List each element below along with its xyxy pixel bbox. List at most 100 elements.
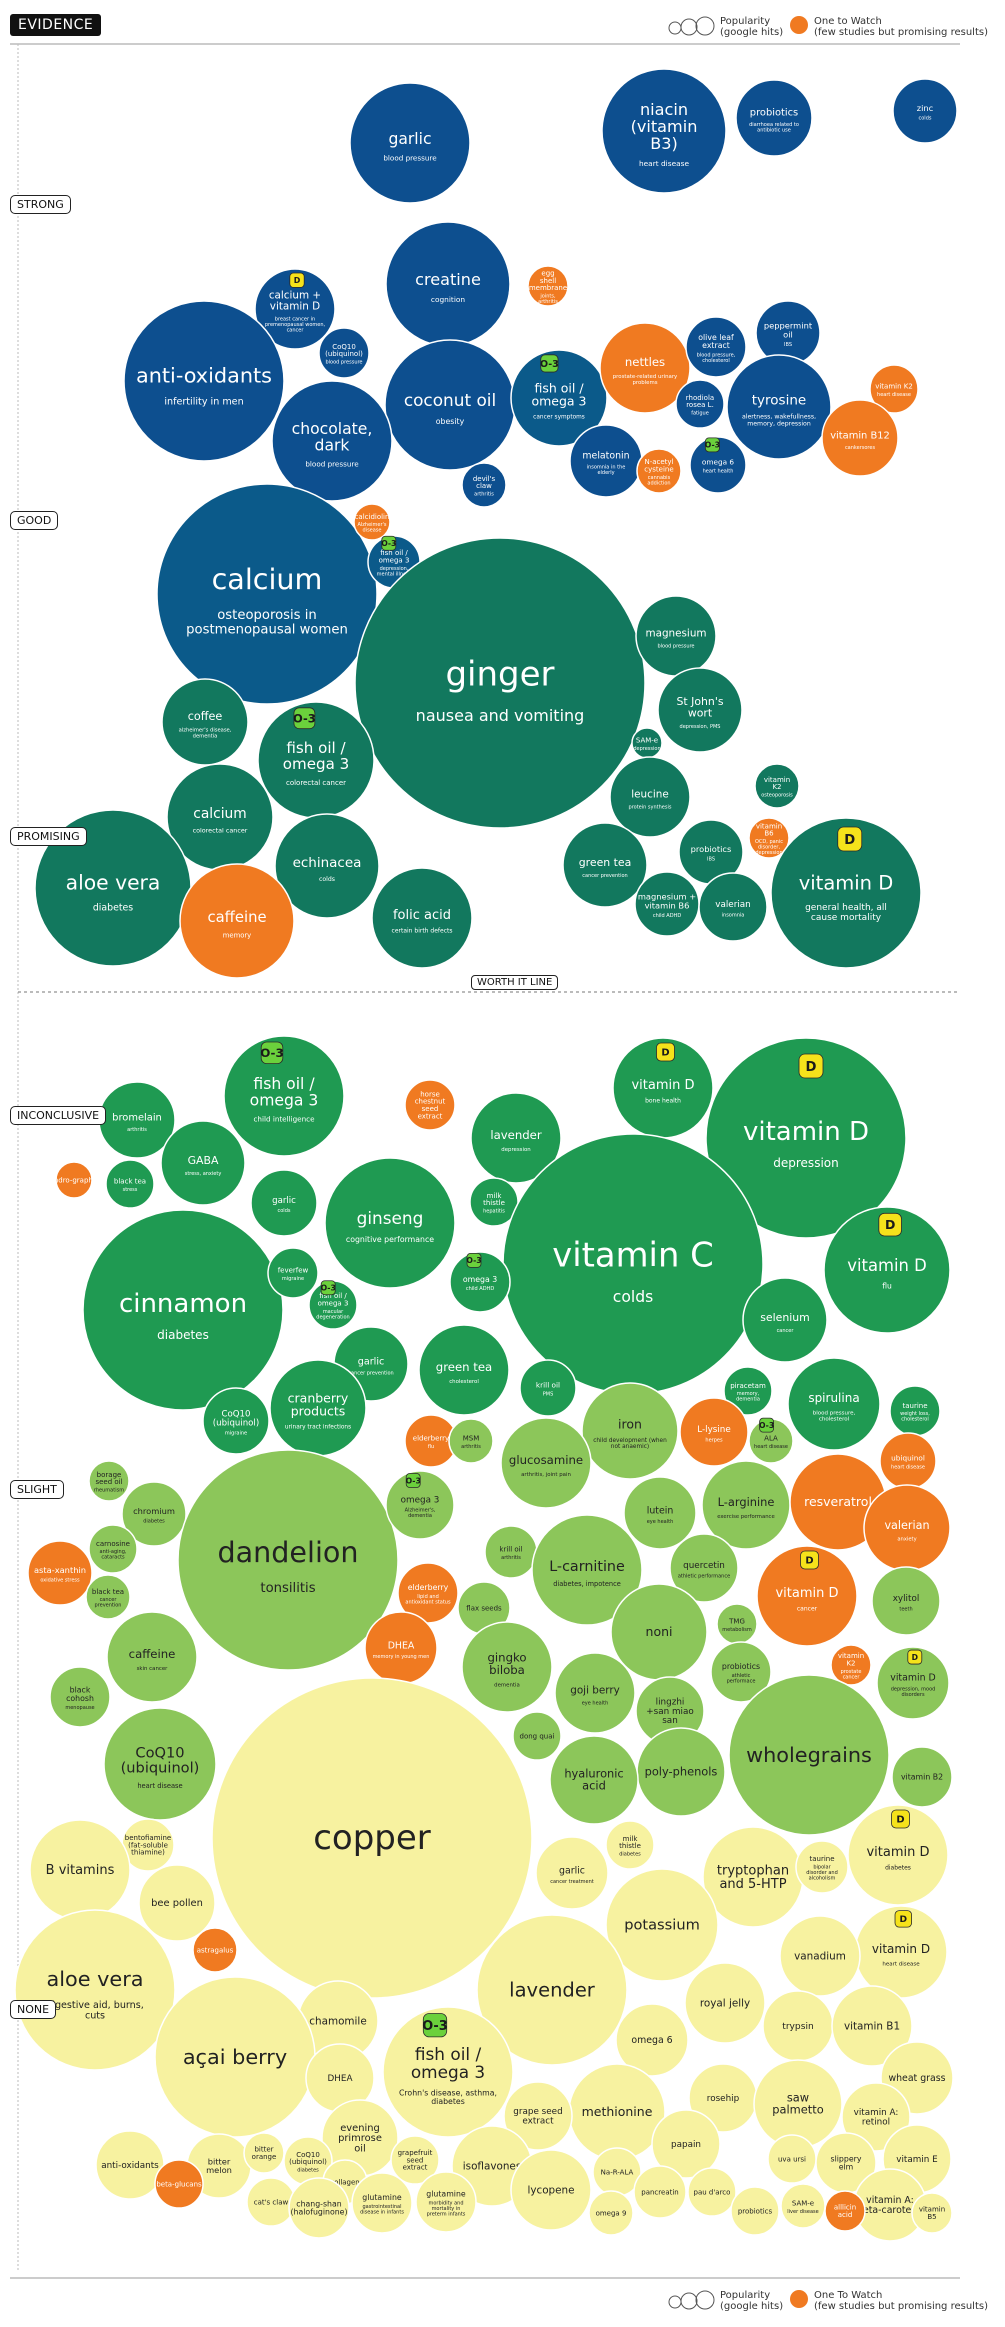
- bubble-name: calcium: [212, 562, 323, 596]
- bubble-subtitle: depression: [773, 1156, 838, 1170]
- watch-legend-label: One to Watch: [814, 16, 882, 27]
- bubble-name: (ubiquinol): [121, 1760, 200, 1777]
- bubble-circle: [254, 268, 336, 350]
- bubble-name: omega 3: [463, 1275, 497, 1284]
- bubble-subtitle: cholesterol: [449, 1379, 479, 1385]
- bubble-circle: [179, 863, 295, 979]
- bubble-subtitle: gastrointestinal: [363, 2204, 402, 2210]
- bubble-circle: [123, 300, 285, 462]
- bubble-dong-quai: dong quai: [512, 1711, 562, 1761]
- bubble-coq10-ubiquinol: CoQ10(ubiquinol)migraine: [202, 1387, 270, 1455]
- bubble-name: GABA: [188, 1154, 219, 1167]
- bubble-name: garlic: [272, 1196, 296, 1206]
- bubble-poly-phenols: poly-phenols: [636, 1727, 726, 1817]
- footer-popularity-legend-icon: [667, 2290, 717, 2314]
- bubble-name: bee pollen: [151, 1898, 203, 1909]
- bubble-subtitle: dementia: [193, 733, 218, 739]
- bubble-name: cat's claw: [254, 2198, 289, 2206]
- bubble-name: vitamin E: [896, 2155, 937, 2165]
- bubble-circle: [581, 1382, 679, 1480]
- bubble-subtitle: cancer: [797, 1606, 818, 1613]
- bubble-name: xylitol: [893, 1594, 920, 1604]
- bubble-subtitle: cancer: [777, 1328, 795, 1334]
- bubble-subtitle: insomnia in the: [587, 464, 626, 470]
- bubble-subtitle: blood pressure,: [813, 1410, 856, 1416]
- vitamin-d-badge-icon: [798, 1053, 824, 1079]
- bubble-name: vitamin A:: [866, 2195, 914, 2206]
- bubble-circle: [470, 1092, 562, 1184]
- bubble-name: tyrosine: [752, 393, 806, 409]
- bubble-subtitle: heart disease: [639, 159, 690, 168]
- bubble-subtitle: blood pressure,: [697, 352, 736, 358]
- bubble-name: dong quai: [520, 1732, 555, 1740]
- bubble-name: vitamin D: [847, 1256, 926, 1275]
- bubble-subtitle: performace: [727, 1679, 756, 1685]
- bubble-name: flax seeds: [466, 1604, 502, 1612]
- bubble-astragalus: astragalus: [192, 1927, 238, 1973]
- bubble-name: K2: [772, 783, 781, 791]
- bubble-subtitle: blood pressure: [657, 644, 694, 650]
- bubble-subtitle: migraine: [282, 1276, 304, 1282]
- bubble-name: uva ursi: [778, 2155, 806, 2163]
- badge-label: D: [912, 1653, 918, 1662]
- bubble-name: rhodiola: [686, 394, 714, 402]
- vitamin-d-badge-icon: [891, 1809, 910, 1829]
- bubble-circle: [869, 364, 919, 414]
- bubble-lavender: lavender: [476, 1914, 628, 2066]
- bubble-circle: [562, 822, 648, 908]
- bubble-b-vitamins: B vitamins: [29, 1819, 131, 1921]
- bubble-subtitle: athletic performance: [678, 1573, 730, 1579]
- bubble-circle: [476, 1914, 628, 2066]
- bubble-name: vitamin: [764, 776, 790, 784]
- bubble-circle: [177, 1449, 399, 1671]
- badge-label: D: [806, 1060, 817, 1075]
- bubble-circle: [876, 1646, 950, 1720]
- bubble-subtitle: metabolism: [722, 1627, 752, 1633]
- bubble-subtitle: nausea and vomiting: [416, 706, 585, 725]
- bubble-name: grapefruit: [398, 2149, 433, 2157]
- bubble-name: calcidiolin: [355, 513, 390, 521]
- bubble-name: magnesium +: [638, 892, 696, 902]
- bubble-subtitle: exercise performance: [717, 1514, 774, 1520]
- bubble-name: shell: [540, 277, 556, 285]
- bubble-name: black: [70, 1686, 91, 1695]
- bubble-circle: [223, 1035, 345, 1157]
- bubble-name: (vitamin: [631, 117, 698, 136]
- bubble-circle: [531, 1514, 643, 1626]
- bubble-circle: [728, 1674, 890, 1836]
- bubble-name: glutamine: [362, 2193, 402, 2202]
- bubble-name: rosea L.: [686, 401, 714, 409]
- bubble-potassium: potassium: [605, 1868, 719, 1982]
- badge-label: D: [900, 1915, 908, 1925]
- level-tag-good: GOOD: [10, 511, 59, 530]
- bubble-name: pau d'arco: [694, 2188, 731, 2196]
- bubble-subtitle: elderly: [597, 470, 614, 476]
- badge-label: D: [885, 1217, 895, 1232]
- bubble-royal-jelly: royal jelly: [684, 1962, 766, 2044]
- bubble-circle: [823, 1206, 951, 1334]
- bubble-subtitle: PMS: [543, 1391, 554, 1397]
- bubble-name: ubiquinol: [891, 1454, 925, 1463]
- bubble-subtitle: digestive aid, burns,: [46, 2000, 144, 2011]
- bubble-subtitle: OCD, panic: [755, 839, 783, 845]
- bubble-subtitle: breast cancer in: [275, 317, 315, 323]
- bubble-name: cinnamon: [119, 1289, 247, 1319]
- bubble-subtitle: menopause: [65, 1705, 94, 1711]
- bubble-name: lingzhi: [656, 1698, 685, 1708]
- bubble-circle: [161, 678, 249, 766]
